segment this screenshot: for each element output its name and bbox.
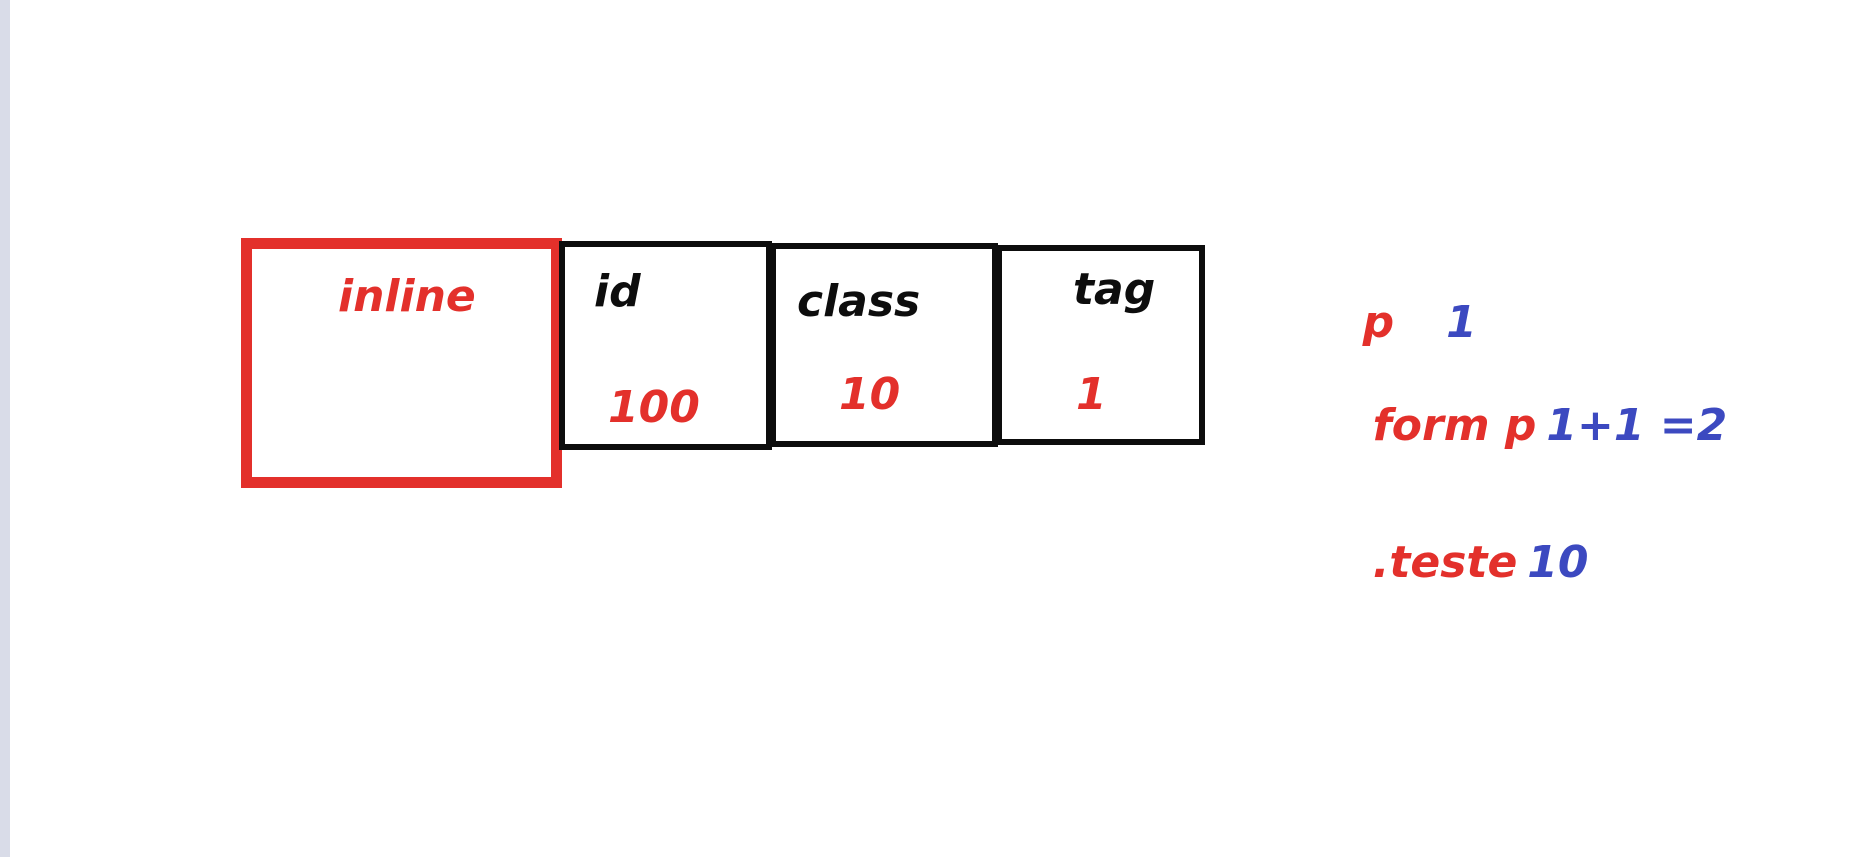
inline-label: inline — [338, 271, 476, 322]
class-label: class — [797, 276, 921, 327]
class-box — [770, 243, 998, 447]
tag-box — [996, 245, 1205, 445]
note-form-p-selector: form p — [1372, 400, 1537, 451]
left-edge-strip — [0, 0, 10, 857]
tag-label: tag — [1073, 264, 1156, 315]
id-label: id — [594, 266, 641, 317]
id-box — [559, 241, 772, 450]
note-form-p-value: 1+1 =2 — [1546, 400, 1728, 451]
class-value: 10 — [839, 369, 901, 420]
note-teste-selector: .teste — [1372, 537, 1518, 588]
note-p-selector: p — [1362, 297, 1395, 348]
id-value: 100 — [608, 382, 700, 433]
note-teste-value: 10 — [1527, 537, 1589, 588]
note-p-value: 1 — [1446, 297, 1477, 348]
tag-value: 1 — [1076, 369, 1107, 420]
inline-box — [241, 238, 562, 488]
